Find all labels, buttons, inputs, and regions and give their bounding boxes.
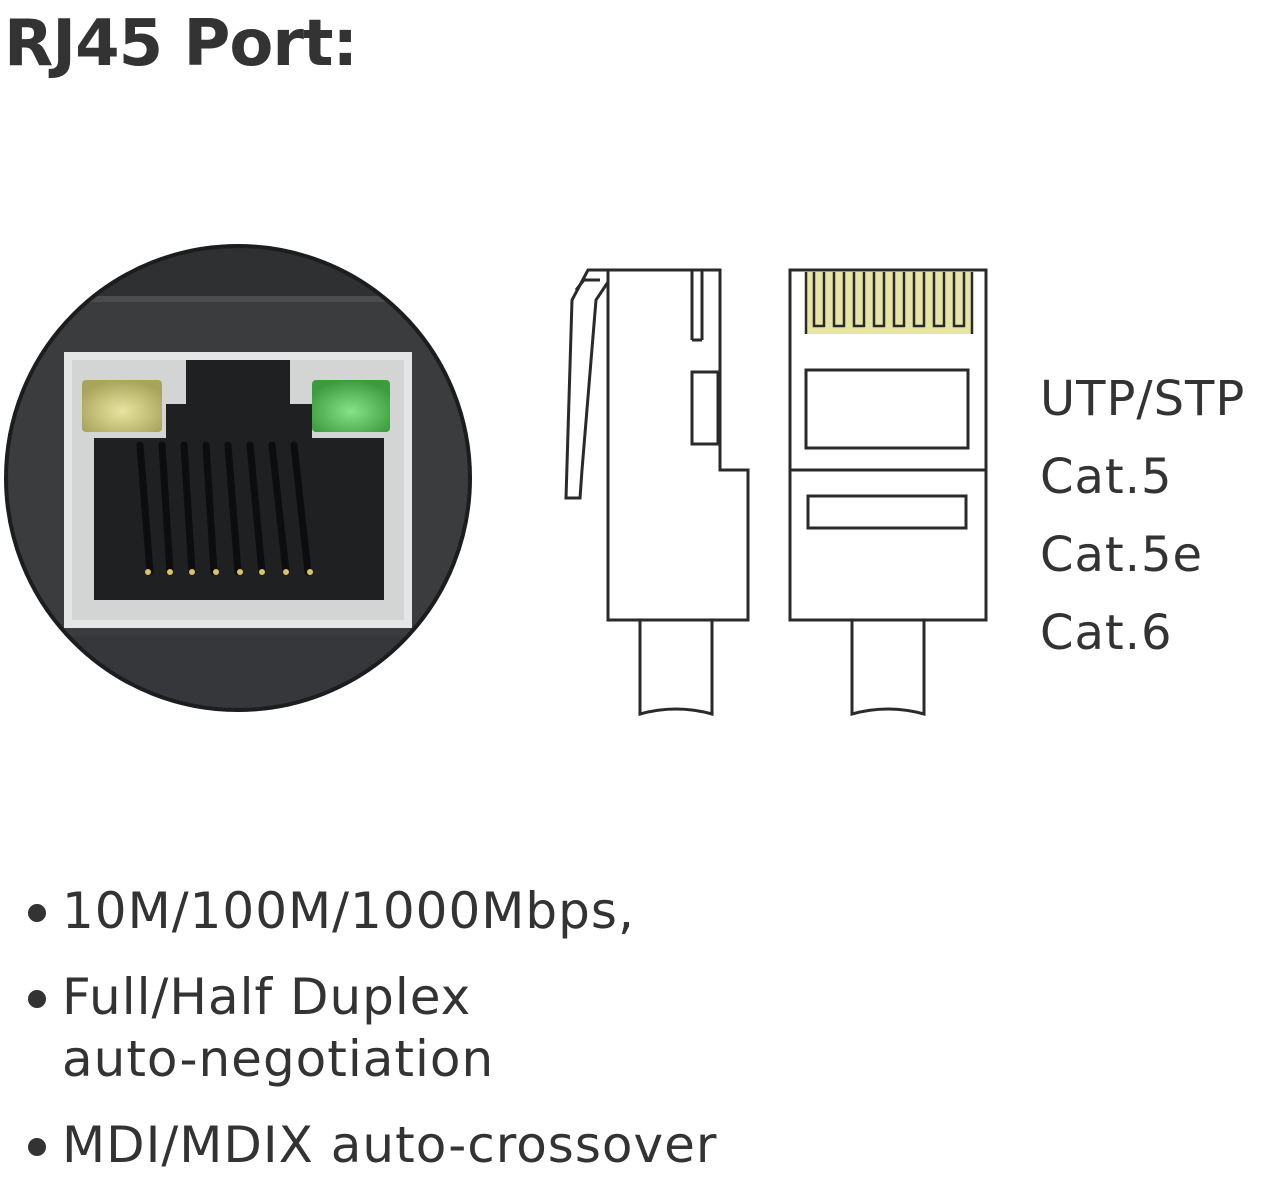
link-led-yellow	[82, 380, 162, 432]
cable-type-item: Cat.5	[1040, 449, 1173, 505]
cable-type-item: UTP/STP	[1040, 371, 1246, 427]
cable-type-item: Cat.6	[1040, 605, 1173, 661]
bullet-icon	[28, 904, 46, 922]
feature-text: Full/Half Duplex auto-negotiation	[62, 968, 495, 1088]
bullet-icon	[28, 1138, 46, 1156]
activity-led-green	[312, 380, 390, 432]
cable-type-item: Cat.5e	[1040, 527, 1204, 583]
rj45-plug-diagram	[564, 268, 988, 716]
feature-text: MDI/MDIX auto-crossover	[62, 1116, 718, 1174]
page-title: RJ45 Port:	[4, 7, 358, 81]
plug-side-view	[564, 268, 750, 716]
plug-front-view	[788, 268, 988, 716]
feature-text: 10M/100M/1000Mbps,	[62, 882, 635, 940]
feature-list: 10M/100M/1000Mbps, Full/Half Duplex auto…	[24, 880, 1254, 1176]
feature-item: 10M/100M/1000Mbps,	[24, 880, 1254, 942]
feature-item: Full/Half Duplex auto-negotiation	[24, 966, 1254, 1090]
bullet-icon	[28, 990, 46, 1008]
cable-type-list: UTP/STP Cat.5 Cat.5e Cat.6	[1040, 360, 1245, 672]
rj45-port-photo	[4, 244, 472, 712]
feature-item: MDI/MDIX auto-crossover	[24, 1114, 1254, 1176]
